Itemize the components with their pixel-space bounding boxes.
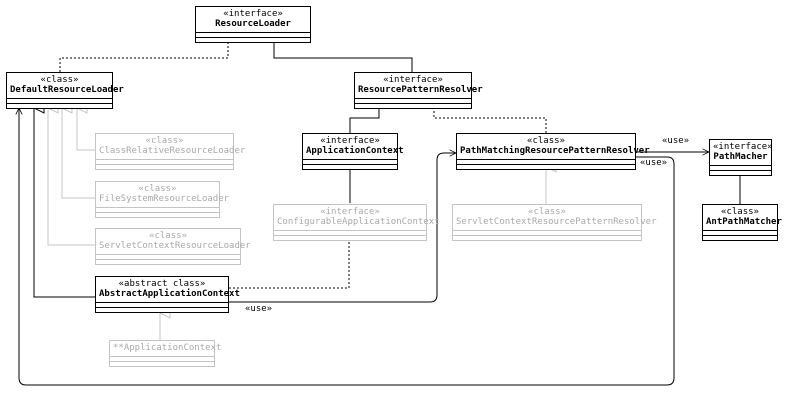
attributes-compartment xyxy=(7,99,112,104)
class-default-resource-loader[interactable]: «class»DefaultResourceLoader xyxy=(6,72,124,109)
class-star-application-context[interactable]: **ApplicationContext xyxy=(109,340,222,367)
class-file-system-resource-loader[interactable]: «class»FileSystemResourceLoader xyxy=(95,181,230,218)
attributes-compartment xyxy=(355,99,471,104)
class-name: ConfigurableApplicationContext xyxy=(277,217,440,227)
methods-compartment xyxy=(96,213,219,217)
methods-compartment xyxy=(303,165,397,169)
class-name: **ApplicationContext xyxy=(113,343,222,353)
class-path-matching-resource-pattern-resolver[interactable]: «class»PathMatchingResourcePatternResolv… xyxy=(456,133,650,170)
methods-compartment xyxy=(96,165,233,169)
dependency-path-matching-to-default-loader xyxy=(19,108,675,386)
attributes-compartment xyxy=(303,160,397,165)
attributes-compartment xyxy=(453,231,641,236)
attributes-compartment xyxy=(196,33,310,38)
stereotype: «class» xyxy=(40,75,79,85)
methods-compartment xyxy=(7,104,112,108)
attributes-compartment xyxy=(96,255,240,260)
class-name: AbstractApplicationContext xyxy=(99,289,240,299)
methods-compartment xyxy=(453,236,641,240)
methods-compartment xyxy=(710,171,771,175)
attributes-compartment xyxy=(96,303,228,308)
class-name: PathMatchingResourcePatternResolver xyxy=(460,146,650,156)
methods-compartment xyxy=(274,236,426,240)
class-name: ServletContextResourcePatternResolver xyxy=(456,217,657,227)
stereotype: «abstract class» xyxy=(118,279,206,289)
use-label-path-macher: «use» xyxy=(662,136,690,146)
class-class-relative-resource-loader[interactable]: «class»ClassRelativeResourceLoader xyxy=(95,133,246,170)
attributes-compartment xyxy=(703,231,777,236)
class-name: ClassRelativeResourceLoader xyxy=(99,146,246,156)
generalization-file-system-to-default-loader xyxy=(62,108,95,199)
class-resource-loader[interactable]: «interface»ResourceLoader xyxy=(195,6,311,43)
methods-compartment xyxy=(196,38,310,42)
generalization-pattern-resolver-to-resource-loader xyxy=(274,30,413,72)
stereotype: «interface» xyxy=(320,136,380,146)
class-name: ServletContextResourceLoader xyxy=(99,241,251,251)
generalization-servlet-loader-to-default-loader xyxy=(48,108,95,246)
class-resource-pattern-resolver[interactable]: «interface»ResourcePatternResolver xyxy=(354,72,483,109)
attributes-compartment xyxy=(96,208,219,213)
stereotype: «interface» xyxy=(320,207,380,217)
stereotype: «class» xyxy=(138,184,177,194)
methods-compartment xyxy=(110,362,214,366)
stereotype: «class» xyxy=(527,136,565,146)
class-name: AntPathMatcher xyxy=(706,217,782,227)
stereotype: «interface» xyxy=(383,75,443,85)
class-abstract-application-context[interactable]: «abstract class»AbstractApplicationConte… xyxy=(95,276,240,313)
stereotype: «class» xyxy=(149,231,187,241)
class-name: PathMacher xyxy=(713,152,768,162)
realization-default-loader-to-resource-loader xyxy=(59,30,228,72)
attributes-compartment xyxy=(457,160,635,165)
class-application-context[interactable]: «interface»ApplicationContext xyxy=(302,133,404,170)
class-ant-path-matcher[interactable]: «class»AntPathMatcher xyxy=(702,204,782,241)
class-name: ResourcePatternResolver xyxy=(358,85,483,95)
methods-compartment xyxy=(703,236,777,240)
stereotype: «class» xyxy=(528,207,566,217)
use-label-path-matching: «use» xyxy=(245,304,273,314)
generalization-class-relative-to-default-loader xyxy=(77,108,95,151)
class-servlet-context-resource-loader[interactable]: «class»ServletContextResourceLoader xyxy=(95,228,251,265)
class-configurable-application-context[interactable]: «interface»ConfigurableApplicationContex… xyxy=(273,204,440,241)
use-label-default-loader: «use» xyxy=(640,158,668,168)
realization-abstract-to-configurable xyxy=(229,225,349,289)
attributes-compartment xyxy=(710,166,771,171)
attributes-compartment xyxy=(274,231,426,236)
attributes-compartment xyxy=(110,357,214,362)
class-servlet-context-resource-pattern-resolver[interactable]: «class»ServletContextResourcePatternReso… xyxy=(452,204,657,241)
dependency-abstract-to-path-matching xyxy=(229,153,456,303)
stereotype: «interface» xyxy=(223,9,283,19)
class-name: FileSystemResourceLoader xyxy=(99,194,230,204)
attributes-compartment xyxy=(96,160,233,165)
stereotype: «class» xyxy=(721,207,759,217)
class-name: DefaultResourceLoader xyxy=(10,85,124,95)
methods-compartment xyxy=(457,165,635,169)
stereotype: «interface» xyxy=(713,142,773,152)
stereotype: «class» xyxy=(145,136,184,146)
class-path-macher[interactable]: «interface»PathMacher xyxy=(709,139,773,176)
methods-compartment xyxy=(355,104,471,108)
class-name: ResourceLoader xyxy=(215,19,291,29)
methods-compartment xyxy=(96,308,228,312)
class-name: ApplicationContext xyxy=(306,146,404,156)
methods-compartment xyxy=(96,260,240,264)
generalization-abstract-to-default-loader xyxy=(34,108,95,298)
